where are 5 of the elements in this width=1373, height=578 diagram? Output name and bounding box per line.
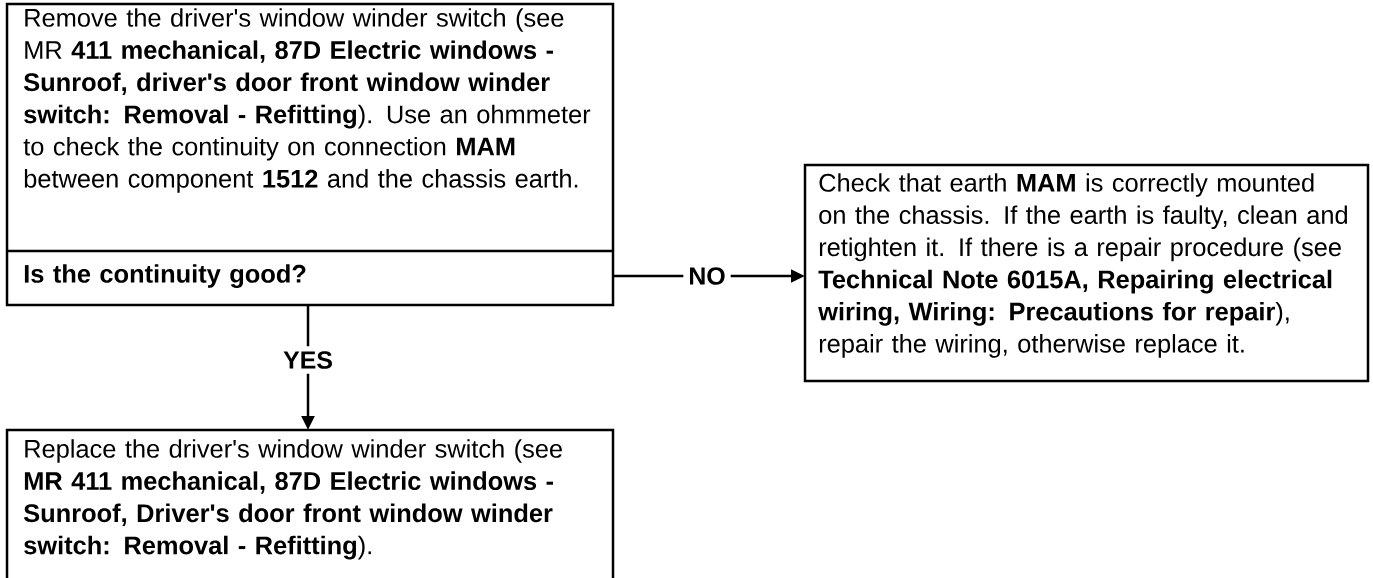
process-box: Check that earth MAM is correctly mounted on the chassis. If the earth is faulty, clean and retighten it. If there is a repair procedure (see Technical Note 6015A, Repairing electrical wiring, Wiring: Precautions for repair), repair the wiring, otherwise replace it.: [803, 163, 1370, 383]
process-box: Remove the driver's window winder switch (see MR 411 mechanical, 87D Electric windows - Sunroof, driver's door front window winder switch: Removal - Refitting). Use an ohmmeter to check the continuity on connection MAM between component 1512 and the chassis earth. Is the continuity good?: [5, 2, 615, 307]
edge-label: YES: [278, 346, 338, 374]
process-box: Replace the driver's window winder switch (see MR 411 mechanical, 87D Electric windows - Sunroof, Driver's door front window winder switch: Removal - Refitting).: [5, 428, 615, 578]
edge-label: NO: [683, 262, 731, 290]
